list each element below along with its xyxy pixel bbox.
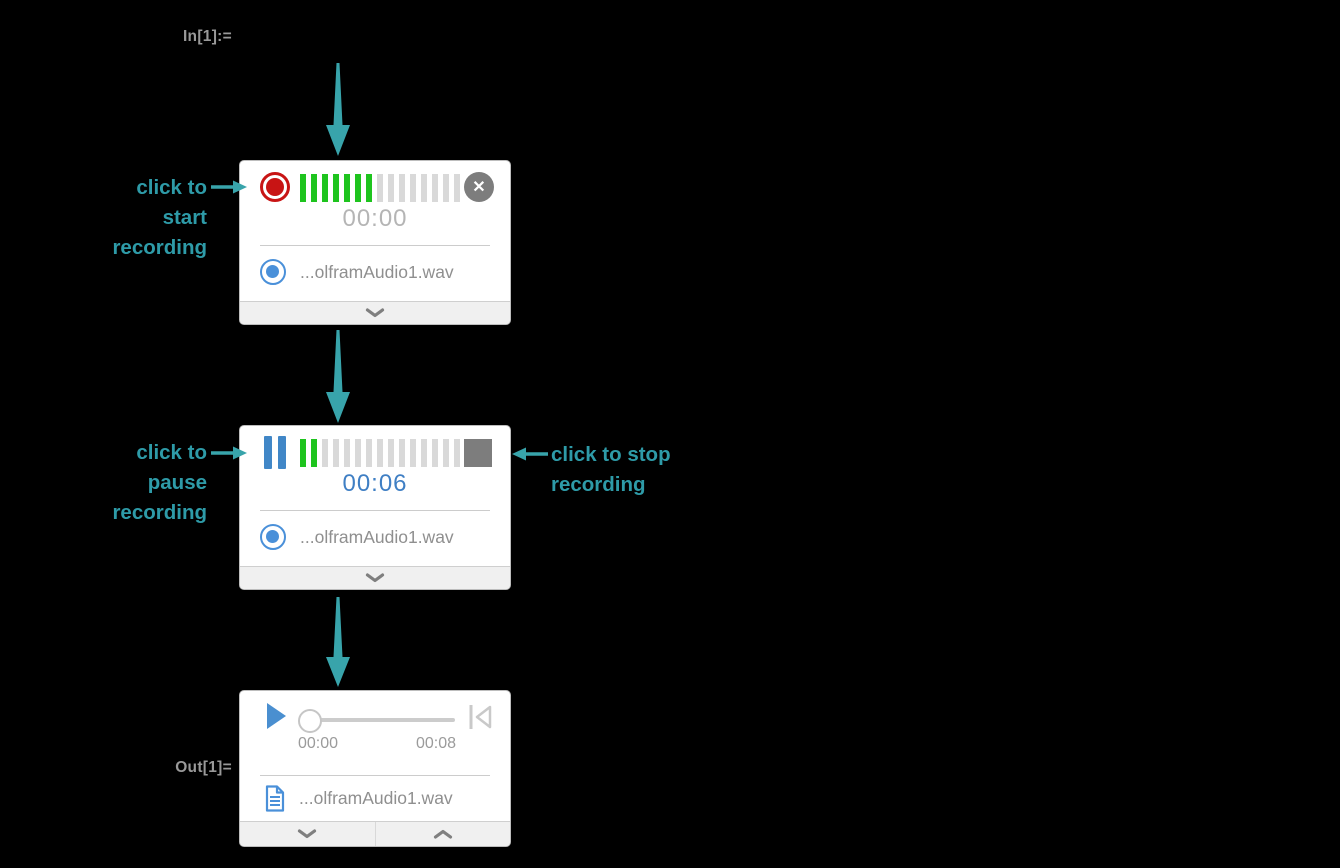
meter-bar	[410, 439, 416, 467]
meter-bar	[388, 174, 394, 202]
meter-bar	[333, 439, 339, 467]
file-row: ...olframAudio1.wav	[265, 783, 502, 813]
file-row: ...olframAudio1.wav	[260, 522, 502, 552]
audio-source-dot	[266, 265, 279, 278]
annotation-line: start	[162, 206, 207, 229]
divider	[260, 775, 490, 776]
audio-recorder-recording-widget: 00:06 ...olframAudio1.wav	[239, 425, 511, 590]
meter-bar	[366, 439, 372, 467]
expand-button[interactable]	[376, 822, 511, 846]
record-button[interactable]	[260, 172, 290, 202]
file-name: ...olframAudio1.wav	[299, 787, 453, 808]
arrow-right-icon	[211, 180, 247, 194]
playback-slider[interactable]	[298, 709, 455, 733]
meter-bar	[311, 174, 317, 202]
meter-bar	[399, 439, 405, 467]
meter-bar	[421, 174, 427, 202]
meter-bar	[300, 174, 306, 202]
meter-bar	[432, 174, 438, 202]
meter-bar	[366, 174, 372, 202]
annotation-line: click to	[136, 176, 207, 199]
meter-bar	[443, 174, 449, 202]
meter-bar	[322, 174, 328, 202]
pause-icon	[278, 436, 286, 469]
divider	[260, 510, 490, 511]
stop-button[interactable]	[464, 439, 492, 467]
meter-bar	[377, 439, 383, 467]
chevron-down-icon	[365, 308, 385, 318]
meter-bar	[443, 439, 449, 467]
meter-bar	[454, 439, 460, 467]
slider-knob[interactable]	[298, 709, 323, 733]
pause-icon	[264, 436, 272, 469]
meter-bar	[454, 174, 460, 202]
flow-arrow-down-3	[326, 597, 350, 687]
meter-bar	[355, 174, 361, 202]
flow-arrow-down-1	[326, 63, 350, 156]
meter-bar	[333, 174, 339, 202]
annotation-line: recording	[112, 501, 207, 524]
time-labels: 00:00 00:08	[298, 735, 456, 753]
audio-recorder-idle-widget: ✕ 00:00 ...olframAudio1.wav	[239, 160, 511, 325]
annotation-line: click to stop	[551, 443, 671, 466]
record-icon	[266, 178, 284, 196]
skip-to-start-icon[interactable]	[468, 703, 494, 731]
meter-bar	[388, 439, 394, 467]
annotation-line: recording	[112, 236, 207, 259]
meter-bar	[344, 439, 350, 467]
audio-source-dot	[266, 530, 279, 543]
level-meter	[300, 174, 465, 202]
arrow-left-icon	[512, 447, 548, 461]
annotation-line: click to	[136, 441, 207, 464]
annotation-start-recording: click to start recording	[20, 173, 207, 263]
collapse-bar[interactable]	[240, 301, 510, 324]
meter-bar	[300, 439, 306, 467]
arrow-right-icon	[211, 446, 247, 460]
meter-bar	[311, 439, 317, 467]
close-button[interactable]: ✕	[464, 172, 494, 202]
annotation-line: recording	[551, 473, 646, 496]
annotation-pause-recording: click to pause recording	[20, 438, 207, 528]
play-button[interactable]	[267, 703, 286, 729]
close-icon: ✕	[472, 179, 486, 196]
annotation-stop-recording: click to stop recording	[551, 440, 771, 500]
chevron-up-icon	[433, 829, 452, 839]
annotation-line: pause	[147, 471, 207, 494]
in-label: In[1]:=	[182, 28, 232, 45]
audio-player-widget: 00:00 00:08 ...olframAudio1.wav	[239, 690, 511, 847]
meter-bar	[410, 174, 416, 202]
file-row: ...olframAudio1.wav	[260, 257, 502, 287]
divider	[260, 245, 490, 246]
collapse-button[interactable]	[240, 822, 376, 846]
meter-bar	[432, 439, 438, 467]
out-label: Out[1]=	[175, 759, 232, 776]
meter-bar	[344, 174, 350, 202]
file-name: ...olframAudio1.wav	[300, 261, 454, 282]
audio-source-icon[interactable]	[260, 259, 286, 285]
meter-bar	[421, 439, 427, 467]
recording-timer: 00:06	[342, 470, 408, 497]
chevron-down-icon	[365, 573, 385, 583]
time-elapsed: 00:00	[298, 735, 339, 752]
meter-bar	[322, 439, 328, 467]
expand-collapse-bar	[240, 821, 510, 846]
flow-arrow-down-2	[326, 330, 350, 423]
recording-timer: 00:00	[342, 205, 408, 232]
time-total: 00:08	[415, 735, 456, 752]
audio-source-icon[interactable]	[260, 524, 286, 550]
level-meter	[300, 439, 465, 467]
chevron-down-icon	[298, 829, 317, 839]
document-icon[interactable]	[265, 784, 285, 812]
file-name: ...olframAudio1.wav	[300, 526, 454, 547]
meter-bar	[355, 439, 361, 467]
meter-bar	[377, 174, 383, 202]
collapse-bar[interactable]	[240, 566, 510, 589]
meter-bar	[399, 174, 405, 202]
